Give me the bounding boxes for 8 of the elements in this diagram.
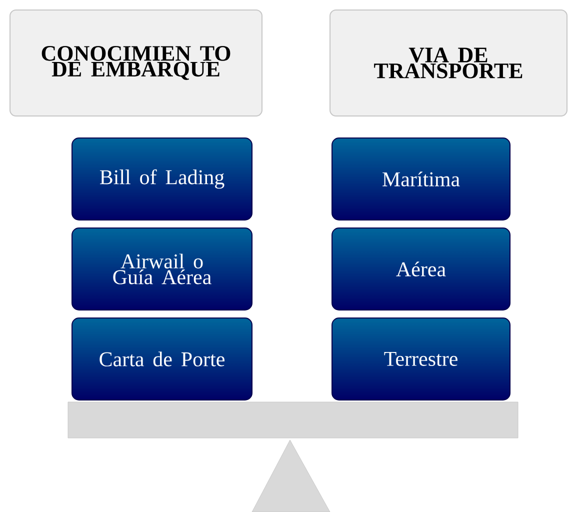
item-box: Bill of Lading — [72, 138, 252, 220]
header-box: VIA DE TRANSPORTE — [330, 10, 568, 116]
item-box: Marítima — [332, 138, 510, 220]
header-box: CONOCIMIEN TO DE EMBARQUE — [10, 10, 262, 116]
item-box: Carta de Porte — [72, 318, 252, 400]
item-box: Airwail o Guía Aérea — [72, 228, 252, 310]
item-box: Terrestre — [332, 318, 510, 400]
item-box: Aérea — [332, 228, 510, 310]
